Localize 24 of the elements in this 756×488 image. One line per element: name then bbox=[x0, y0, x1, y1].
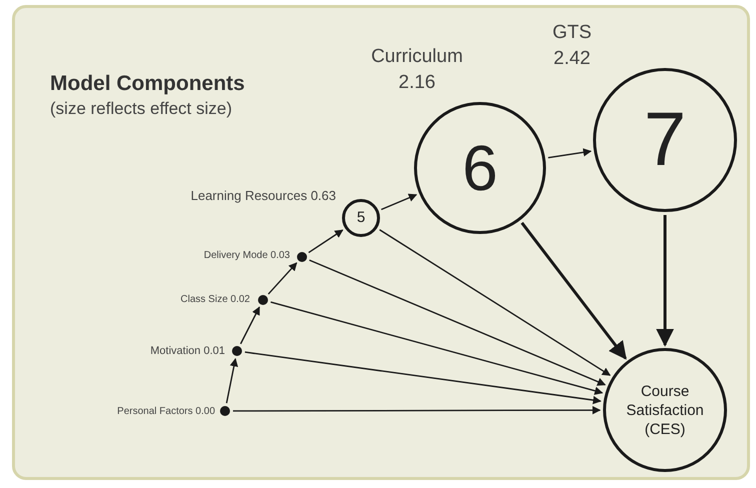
component-label: Class Size 0.02 bbox=[180, 293, 250, 307]
arrow bbox=[226, 358, 238, 404]
arrow bbox=[520, 222, 627, 360]
circle-label: 7 bbox=[644, 96, 686, 184]
circle-label: 5 bbox=[356, 208, 366, 228]
component-label: Personal Factors 0.00 bbox=[116, 405, 215, 419]
arrow bbox=[240, 306, 260, 344]
arrow bbox=[270, 301, 604, 395]
arrow bbox=[233, 406, 601, 414]
arrow bbox=[244, 351, 602, 404]
circle-label: 6 bbox=[462, 131, 498, 206]
arrow bbox=[548, 148, 592, 158]
component-label: Motivation 0.01 bbox=[149, 344, 225, 359]
arrow bbox=[656, 215, 674, 347]
component-label: Learning Resources 0.63 bbox=[190, 187, 336, 205]
component-label: Curriculum 2.16 bbox=[370, 45, 464, 95]
title: Model Components bbox=[50, 71, 245, 97]
arrow bbox=[268, 262, 298, 295]
arrow bbox=[379, 229, 611, 376]
circle-label: Course Satisfaction (CES) bbox=[625, 382, 705, 438]
component-label: Delivery Mode 0.03 bbox=[202, 249, 290, 263]
arrow bbox=[308, 230, 344, 254]
subtitle: (size reflects effect size) bbox=[50, 98, 232, 120]
component-label: GTS 2.42 bbox=[551, 21, 593, 71]
